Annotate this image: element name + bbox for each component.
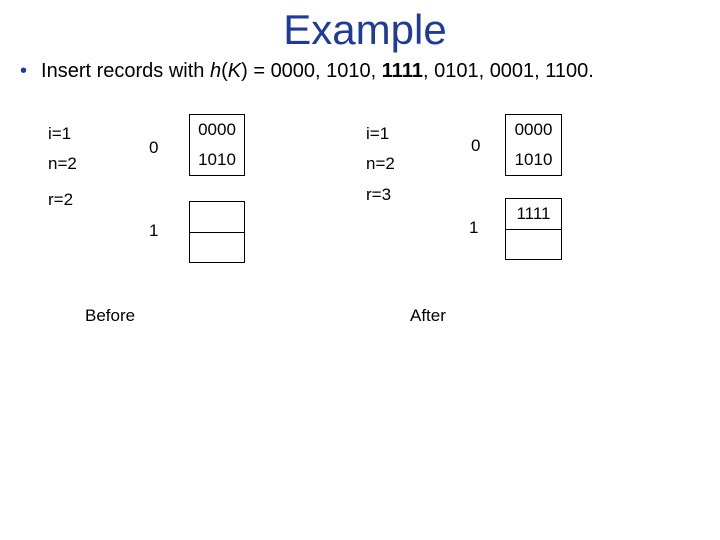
bullet-prefix: Insert records with — [41, 60, 210, 82]
before-bucket-1-slot-2 — [190, 232, 244, 263]
before-bucket-1 — [189, 201, 245, 263]
after-caption: After — [410, 306, 446, 325]
before-n-label: n=2 — [48, 154, 77, 173]
after-bucket-1-slot-1: 1111 — [516, 204, 551, 223]
bullet-paren-open: ( — [221, 60, 228, 82]
after-n-label: n=2 — [366, 154, 395, 173]
bullet-paren-close: ) = 0000, 1010, — [241, 60, 382, 82]
before-i-label: i=1 — [48, 124, 72, 143]
before-bucket-0-slot-1: 0000 — [198, 120, 236, 139]
bullet-text: •Insert records with h(K) = 0000, 1010, … — [20, 60, 594, 83]
slide-title: Example — [283, 6, 447, 53]
after-bucket-1-slot-2 — [506, 229, 561, 260]
bullet-k: K — [227, 60, 242, 82]
before-bucket-index-0: 0 — [149, 138, 159, 157]
bullet-h: h — [209, 60, 222, 82]
after-bucket-1: 1111 — [505, 198, 562, 260]
before-bucket-index-1: 1 — [149, 221, 159, 240]
after-bucket-index-1: 1 — [469, 218, 479, 237]
after-i-label: i=1 — [366, 124, 390, 143]
after-bucket-0-slot-1: 0000 — [514, 120, 553, 139]
after-bucket-0: 0000 1010 — [505, 114, 562, 176]
before-caption: Before — [85, 306, 136, 325]
after-bucket-index-0: 0 — [471, 136, 481, 155]
before-bucket-0-slot-2: 1010 — [198, 150, 236, 169]
before-bucket-1-slot-1 — [190, 202, 244, 232]
after-bucket-0-slot-2: 1010 — [514, 150, 553, 169]
before-bucket-0: 0000 1010 — [189, 114, 245, 176]
bullet-bold-key: 1111 — [381, 60, 423, 82]
after-r-label: r=3 — [366, 185, 392, 204]
bullet-icon: • — [20, 60, 28, 82]
before-r-label: r=2 — [48, 190, 74, 209]
bullet-suffix: , 0101, 0001, 1100. — [422, 60, 594, 82]
